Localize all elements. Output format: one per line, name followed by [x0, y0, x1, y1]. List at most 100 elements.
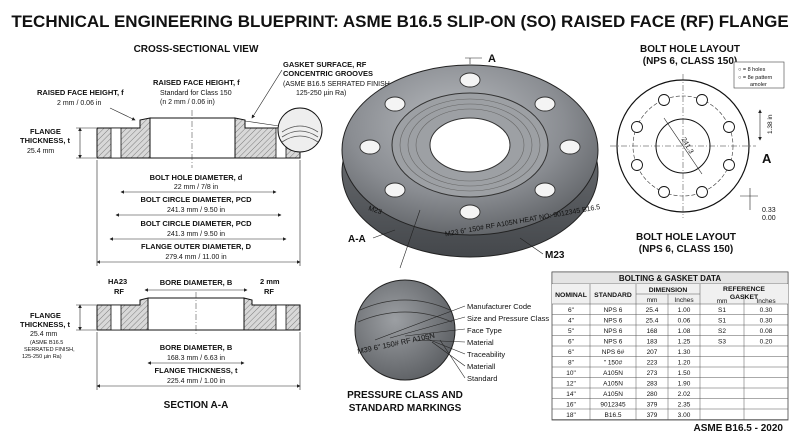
th-gasket: GASKET: [730, 294, 759, 301]
table-cell-standard: 9012345: [600, 402, 626, 409]
table-cell-ref-in: 0.30: [760, 318, 773, 325]
table-cell-mm: 379: [647, 412, 658, 419]
dim-right: 1.38 in: [767, 114, 774, 134]
table-cell-mm: 223: [647, 360, 658, 367]
flange-thickness-value: 25.4 mm: [27, 148, 54, 155]
th-standard: STANDARD: [594, 292, 632, 299]
table-cell-standard: A105N: [603, 370, 623, 377]
bolt-hole-dia-label: BOLT HOLE DIAMETER, d: [150, 173, 243, 182]
table-cell-nominal: 14": [566, 391, 576, 398]
table-cell-mm: 168: [647, 328, 658, 335]
table-cell-inches: 1.08: [678, 328, 691, 335]
rf-right-label: RF: [264, 287, 274, 296]
bolt-layout-heading-2: (NPS 6, CLASS 150): [643, 56, 737, 67]
table-cell-standard: NPS 6#: [602, 349, 625, 356]
two-mm-label: 2 mm: [260, 277, 280, 286]
table-cell-nominal: 12": [566, 381, 576, 388]
aa-thickness-6: 125-250 µin Ra): [22, 354, 62, 360]
gasket-label-4: 125-250 µin Ra): [296, 90, 346, 97]
table-cell-inches: 2.02: [678, 391, 691, 398]
rf-height-center-value: (n 2 mm / 0.06 in): [160, 99, 215, 106]
marking-callout: Face Type: [467, 326, 502, 335]
th-ref-mm: mm: [717, 298, 728, 305]
bcd-label-2: BOLT CIRCLE DIAMETER, PCD: [140, 219, 252, 228]
flange-thickness-label: FLANGE THICKNESS, t: [155, 366, 238, 375]
legend-line-3: amoler: [750, 82, 767, 88]
aa-thickness-5: SERRATED FINISH,: [24, 347, 75, 353]
table-cell-ref-mm: S3: [718, 339, 726, 346]
rf-left-label: RF: [114, 287, 124, 296]
table-cell-nominal: 5": [568, 328, 575, 335]
th-reference: REFERENCE: [723, 286, 765, 293]
table-cell-standard: NPS 6: [604, 318, 623, 325]
table-cell-ref-mm: S1: [718, 318, 726, 325]
table-cell-ref-in: 0.08: [760, 328, 773, 335]
table-cell-nominal: 6": [568, 339, 575, 346]
gasket-label-2: CONCENTRIC GROOVES: [283, 69, 373, 78]
marking-callout: Size and Pressure Class: [467, 314, 549, 323]
table-cell-inches: 2.35: [678, 402, 691, 409]
markings-heading-2: STANDARD MARKINGS: [349, 403, 462, 414]
table-cell-ref-in: 0.20: [760, 339, 773, 346]
table-cell-mm: 280: [647, 391, 658, 398]
bolting-gasket-table: BOLTING & GASKET DATA NOMINAL STANDARD D…: [551, 271, 789, 421]
ha23-label: HA23: [108, 277, 127, 286]
aa-thickness-2: THICKNESS, t: [20, 320, 71, 329]
th-nominal: NOMINAL: [555, 292, 587, 299]
table-cell-inches: 0.06: [678, 318, 691, 325]
table-cell-ref-mm: S2: [718, 328, 726, 335]
table-cell-inches: 1.90: [678, 381, 691, 388]
marking-callout: Traceability: [467, 350, 505, 359]
footer-standard: ASME B16.5 - 2020: [694, 423, 784, 434]
table-cell-inches: 1.25: [678, 339, 691, 346]
table-cell-inches: 1.20: [678, 360, 691, 367]
table-cell-nominal: 6": [568, 307, 575, 314]
table-cell-mm: 273: [647, 370, 658, 377]
marking-callout: Material: [467, 338, 494, 347]
table-title: BOLTING & GASKET DATA: [619, 274, 721, 283]
table-cell-inches: 3.00: [678, 412, 691, 419]
table-cell-nominal: 10": [566, 370, 576, 377]
table-cell-standard: B16.5: [605, 412, 622, 419]
table-cell-inches: 1.50: [678, 370, 691, 377]
flange-render: M23 6" 150# RF A105N HEAT NO: 9012345 B1…: [341, 53, 601, 261]
table-cell-standard: " 150#: [604, 360, 623, 367]
th-dimension: DIMENSION: [649, 287, 688, 294]
marking-callout: Standard: [467, 374, 497, 383]
legend-line-1: ○ = 8 holes: [738, 67, 766, 73]
dim-b: 0.00: [762, 215, 776, 222]
markings-heading-1: PRESSURE CLASS AND: [347, 390, 463, 401]
marking-callout: Materiall: [467, 362, 496, 371]
rf-height-left-label: RAISED FACE HEIGHT, f: [37, 88, 124, 97]
bolt-layout-legend: [733, 61, 785, 89]
section-a-a: HA23 RF BORE DIAMETER, B 2 mm RF FLANGE …: [20, 277, 301, 411]
marking-callout: Manufacturer Code: [467, 302, 531, 311]
bore-label-bottom: BORE DIAMETER, B: [160, 343, 233, 352]
flange-rim-code: M23: [367, 205, 382, 216]
bolt-layout-heading-3: BOLT HOLE LAYOUT: [636, 232, 736, 243]
table-cell-nominal: 4": [568, 318, 575, 325]
table-cell-ref-in: 0.30: [760, 307, 773, 314]
m23-marker: M23: [545, 250, 565, 261]
table-cell-mm: 25.4: [646, 307, 659, 314]
section-marker-top: A: [488, 53, 496, 65]
flange-thickness-label-2: THICKNESS, t: [20, 136, 71, 145]
aa-thickness-4: (ASME B16.5: [30, 340, 63, 346]
th-mm: mm: [647, 297, 658, 304]
table-cell-nominal: 6": [568, 349, 575, 356]
table-cell-inches: 1.30: [678, 349, 691, 356]
rf-height-left-value: 2 mm / 0.06 in: [57, 100, 101, 107]
gasket-label-3: (ASME B16.5 SERRATED FINISH,: [283, 81, 392, 88]
rf-height-center-label: RAISED FACE HEIGHT, f: [153, 78, 240, 87]
bcd-value-2: 241.3 mm / 9.50 in: [167, 231, 225, 238]
flange-thickness-value: 225.4 mm / 1.00 in: [167, 378, 225, 385]
bore-value-bottom: 168.3 mm / 6.63 in: [167, 355, 225, 362]
aa-marker: A-A: [348, 234, 366, 245]
aa-thickness-1: FLANGE: [30, 311, 61, 320]
table-cell-standard: NPS 6: [604, 339, 623, 346]
table-cell-nominal: 8": [568, 360, 575, 367]
markings-inset: M39 6" 150# RF A105N Manufacturer CodeSi…: [347, 209, 549, 414]
th-ref-inches: Inches: [756, 298, 776, 305]
legend-line-2: ○ = 8e pattern: [738, 75, 772, 81]
gasket-label-1: GASKET SURFACE, RF: [283, 60, 367, 69]
